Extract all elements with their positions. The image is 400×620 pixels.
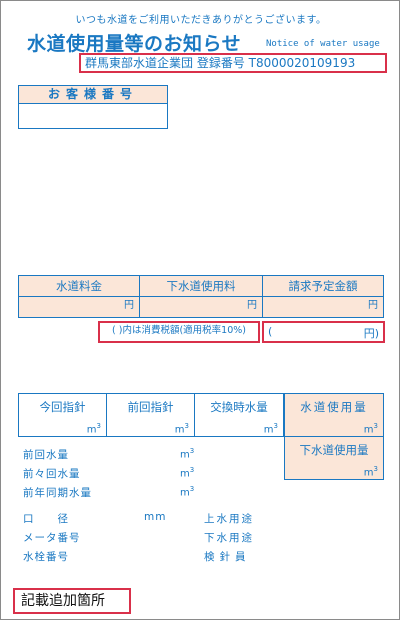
water-usage-cell: 水道使用量 m3 (284, 393, 384, 437)
billing-amount-header: 請求予定金額 (262, 275, 384, 297)
replacement-volume-label: 交換時水量 (210, 400, 268, 414)
tax-note: ( )内は消費税額(適用税率10%) (112, 325, 246, 336)
customer-number-field (18, 103, 168, 129)
greeting-text: いつも水道をご利用いただきありがとうございます。 (75, 15, 327, 26)
tax-yen: 円) (363, 327, 379, 340)
previous-reading-label: 前回指針 (127, 400, 174, 414)
inspector-label: 検針員 (204, 551, 251, 563)
tax-paren-open: ( (268, 325, 273, 338)
yen-unit: 円 (247, 300, 257, 311)
current-reading-label: 今回指針 (39, 400, 86, 414)
caliber-label: 口 径 (23, 513, 69, 525)
water-usage-label: 水道使用量 (300, 400, 368, 414)
m3-unit: m3 (363, 464, 378, 478)
sewer-usage-label: 下水道使用量 (299, 443, 369, 457)
meter-number-label: メータ番号 (23, 532, 81, 544)
yen-unit: 円 (368, 300, 378, 311)
water-use-label: 上水用途 (204, 513, 254, 525)
form-title-english: Notice of water usage (266, 39, 380, 49)
previous-reading-cell: 前回指針 m3 (106, 393, 195, 437)
water-fee-value: 円 (18, 296, 140, 318)
prev-volume-unit: m3 (180, 447, 195, 461)
prev-volume-label: 前回水量 (23, 449, 69, 461)
same-period-volume-unit: m3 (180, 485, 195, 499)
replacement-volume-cell: 交換時水量 m3 (194, 393, 284, 437)
water-fee-header: 水道料金 (18, 275, 140, 297)
registration-number: 群馬東部水道企業団 登録番号 T8000020109193 (79, 53, 387, 73)
form-title: 水道使用量等のお知らせ (27, 33, 242, 55)
additional-entry-label: 記載追加箇所 (13, 588, 131, 614)
yen-unit: 円 (124, 300, 134, 311)
sewer-usage-cell: 下水道使用量 m3 (284, 436, 384, 480)
sewer-use-label: 下水用途 (204, 532, 254, 544)
prev-prev-volume-label: 前々回水量 (23, 468, 81, 480)
sewer-fee-value: 円 (139, 296, 263, 318)
same-period-volume-label: 前年同期水量 (23, 487, 92, 499)
sewer-fee-header: 下水道使用料 (139, 275, 263, 297)
current-reading-cell: 今回指針 m3 (18, 393, 107, 437)
tap-number-label: 水栓番号 (23, 551, 69, 563)
tax-amount-highlight: ( 円) (262, 321, 385, 343)
customer-number-label: お客様番号 (18, 85, 168, 104)
m3-unit: m3 (174, 421, 189, 435)
caliber-unit: mm (144, 511, 167, 523)
tax-note-highlight: ( )内は消費税額(適用税率10%) (98, 321, 260, 343)
billing-amount-value: 円 (262, 296, 384, 318)
m3-unit: m3 (263, 421, 278, 435)
m3-unit: m3 (363, 421, 378, 435)
m3-unit: m3 (86, 421, 101, 435)
prev-prev-volume-unit: m3 (180, 466, 195, 480)
